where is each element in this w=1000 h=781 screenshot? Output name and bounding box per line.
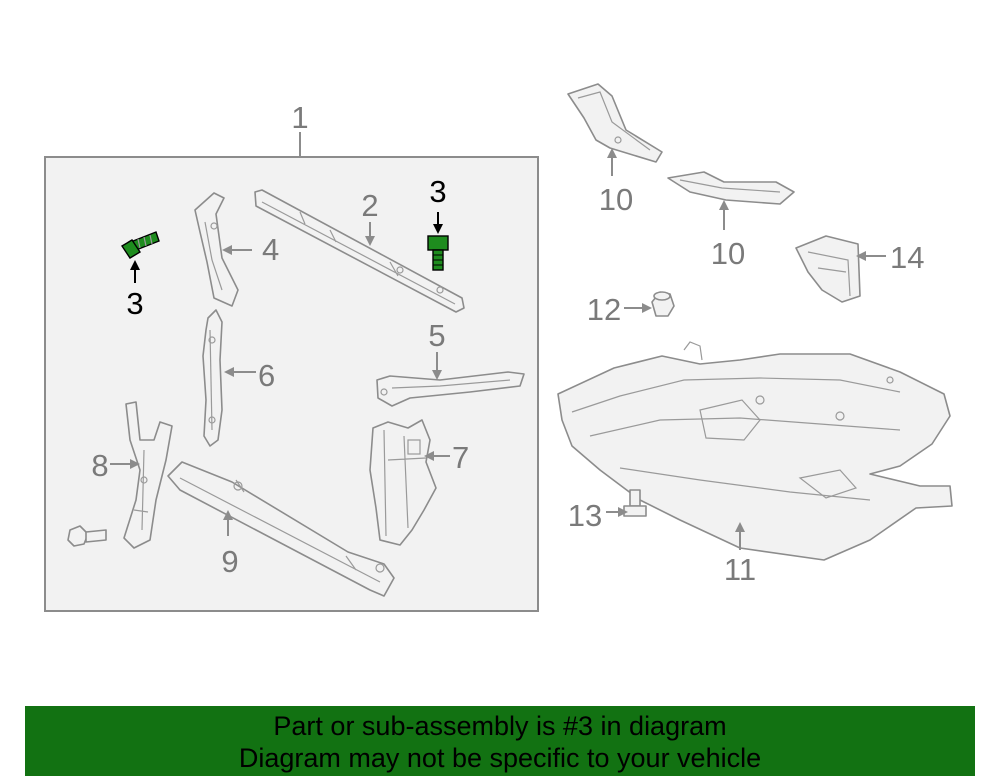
part-12-clip — [651, 291, 675, 317]
callout-12: 12 — [587, 292, 621, 327]
callout-1: 1 — [291, 100, 308, 135]
banner-line-1: Part or sub-assembly is #3 in diagram — [273, 711, 727, 741]
part-11-undercover — [557, 341, 953, 561]
part-3-bolt-right — [427, 235, 449, 271]
callout-11: 11 — [724, 552, 756, 587]
info-banner: Part or sub-assembly is #3 in diagram Di… — [25, 706, 975, 776]
part-6-stay — [202, 309, 223, 447]
callout-13: 13 — [568, 498, 602, 533]
part-5-arm — [376, 371, 525, 407]
part-13-bolt — [623, 489, 647, 517]
part-4-bracket — [194, 192, 239, 307]
part-3-bolt-left — [121, 231, 160, 259]
callout-9: 9 — [221, 544, 238, 579]
part-8-side-member — [123, 401, 173, 549]
callout-7: 7 — [452, 440, 469, 475]
callout-10-lower: 10 — [711, 236, 745, 271]
loose-bolt — [67, 525, 107, 547]
parts-diagram: 1 2 4 3 3 5 — [44, 83, 953, 612]
callout-6: 6 — [258, 358, 275, 393]
callout-10-upper: 10 — [599, 182, 633, 217]
banner-line-2: Diagram may not be specific to your vehi… — [238, 743, 762, 773]
part-10-upper-bracket — [567, 83, 663, 163]
part-10-lower-bracket — [667, 171, 795, 205]
callout-8: 8 — [91, 448, 108, 483]
callout-4: 4 — [262, 232, 279, 267]
callout-3-right: 3 — [429, 174, 446, 209]
callout-14: 14 — [890, 240, 924, 275]
part-7-side-panel — [369, 419, 437, 546]
callout-5: 5 — [428, 318, 445, 353]
part-2-upper-rail — [254, 189, 465, 313]
callout-2: 2 — [361, 188, 378, 223]
part-14-module — [795, 235, 861, 303]
callout-3-left: 3 — [126, 286, 143, 321]
part-9-lower-rail — [167, 461, 395, 597]
